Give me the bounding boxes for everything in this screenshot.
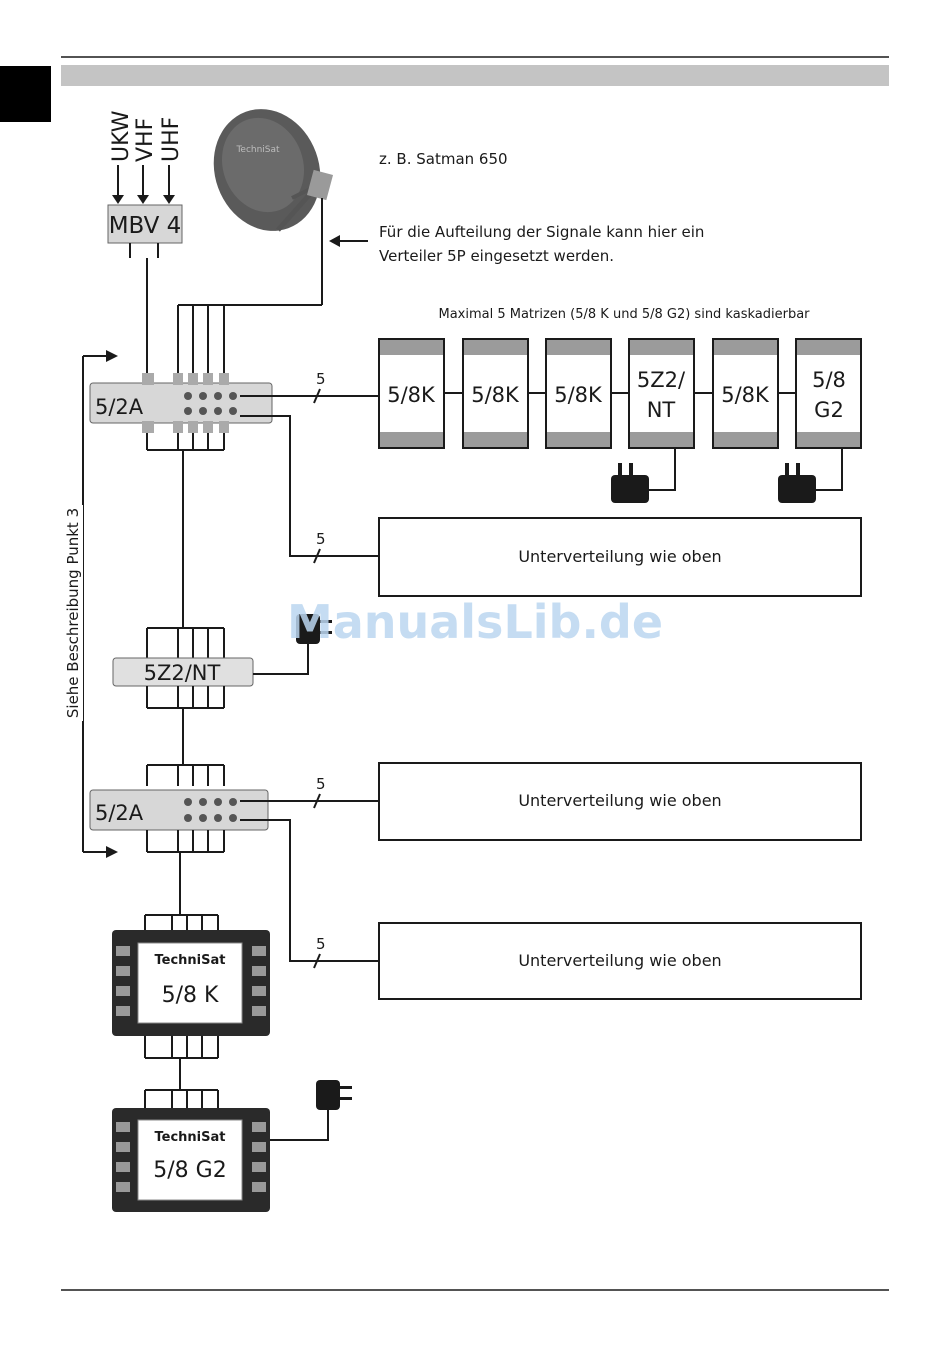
splitter-bottom-label: 5/2A	[95, 801, 144, 825]
bus-count-4: 5	[316, 935, 326, 953]
mbv4-amplifier: MBV 4	[107, 204, 183, 244]
bus-count-3: 5	[316, 775, 326, 793]
cascade-module: 5/8K	[378, 338, 445, 449]
cascade-heading: Maximal 5 Matrizen (5/8 K und 5/8 G2) si…	[438, 307, 810, 322]
cascade-module: 5/8K	[545, 338, 612, 449]
splitter-bottom: 5/2A	[89, 789, 269, 831]
watermark: ManualsLib.de	[287, 595, 663, 649]
arrow-right-icon	[106, 846, 118, 858]
dish-brand: TechniSat	[235, 145, 280, 155]
multiswitch2-model: 5/8 G2	[153, 1158, 226, 1183]
bus-count-1: 5	[316, 370, 326, 388]
header-bar	[61, 65, 889, 86]
subdistribution-box	[378, 517, 862, 597]
arrow-right-icon	[106, 350, 118, 362]
amplifier-5z2nt: 5Z2/NT	[112, 657, 254, 687]
cascade-module-label: 5/8K	[387, 383, 436, 407]
splitter-note-line2: Verteiler 5P eingesetzt werden.	[379, 247, 614, 265]
splitter-top-label: 5/2A	[95, 395, 144, 419]
subdistribution-label: Unterverteilung wie oben	[518, 547, 721, 566]
cascade-module-label: 5Z2/	[637, 368, 686, 392]
side-note-text: Siehe Beschreibung Punkt 3	[64, 508, 82, 718]
chapter-tab	[0, 66, 51, 122]
terrestrial-inputs: UKW VHF UHF	[109, 110, 184, 204]
cascade-module-label: 5/8K	[471, 383, 520, 407]
subdistribution-label: Unterverteilung wie oben	[518, 791, 721, 810]
cascade-module-label: 5/8	[812, 368, 846, 392]
vhf-label: VHF	[133, 118, 158, 162]
arrow-down-icon	[112, 195, 124, 204]
satellite-dish: TechniSat	[213, 109, 334, 232]
multiswitch1-brand: TechniSat	[155, 953, 226, 968]
lnb-bus	[177, 304, 225, 377]
power-plug-icon	[611, 448, 676, 503]
power-plug-icon	[270, 1080, 352, 1141]
amplifier-label: 5Z2/NT	[144, 661, 221, 685]
bus-count-2: 5	[316, 530, 326, 548]
dish-caption: z. B. Satman 650	[379, 150, 508, 168]
multiswitch1-model: 5/8 K	[162, 983, 219, 1008]
arrow-down-icon	[163, 195, 175, 204]
side-note: Siehe Beschreibung Punkt 3	[61, 350, 118, 858]
cascade-module: 5/8 G2	[795, 338, 862, 449]
power-plug-icon	[253, 614, 332, 675]
ukw-label: UKW	[109, 110, 134, 162]
mbv4-label: MBV 4	[109, 213, 182, 239]
subdistribution-label: Unterverteilung wie oben	[518, 951, 721, 970]
cascade-module: 5Z2/ NT	[628, 338, 695, 449]
uhf-label: UHF	[159, 117, 184, 162]
power-plug-icon	[778, 448, 843, 503]
multiswitch-58g2: TechniSat 5/8 G2	[112, 1108, 270, 1212]
arrow-down-icon	[137, 195, 149, 204]
multiswitch2-brand: TechniSat	[155, 1130, 226, 1145]
splitter-top: 5/2A	[89, 373, 273, 433]
multiswitch-58k: TechniSat 5/8 K	[112, 930, 270, 1036]
cascade-module-label-2: NT	[647, 398, 676, 422]
subdistribution-box	[378, 762, 862, 841]
splitter-note-line1: Für die Aufteilung der Signale kann hier…	[379, 223, 704, 241]
cascade-module-label: 5/8K	[721, 383, 770, 407]
cascade-module: 5/8K	[462, 338, 529, 449]
cascade-module: 5/8K	[712, 338, 779, 449]
cascade-module-label-2: G2	[814, 398, 844, 422]
cascade-module-label: 5/8K	[554, 383, 603, 407]
arrow-left-icon	[329, 235, 340, 247]
subdistribution-box	[378, 922, 862, 1000]
